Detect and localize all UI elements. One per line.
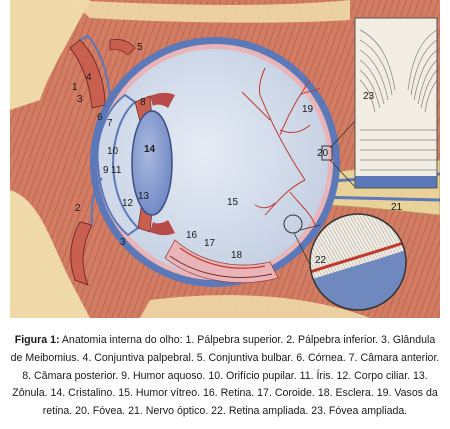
- label-22: 22: [315, 255, 327, 266]
- retina-marker: [283, 214, 303, 234]
- upper-eyelid: [69, 39, 106, 109]
- caption-text: Anatomia interna do olho: 1. Pálpebra su…: [10, 334, 440, 418]
- label-2: 2: [75, 203, 81, 214]
- fovea-magnified: [355, 18, 437, 188]
- label-3-lower: 3: [120, 237, 126, 248]
- label-7: 7: [107, 118, 113, 129]
- retina-layer: [164, 239, 279, 283]
- label-23: 23: [363, 91, 375, 102]
- label-5: 5: [137, 42, 143, 53]
- label-10: 10: [107, 146, 119, 157]
- label-13: 13: [138, 191, 150, 202]
- label-16: 16: [186, 230, 198, 241]
- label-11: 11: [111, 165, 122, 176]
- fovea-marker: [321, 145, 333, 161]
- upper-orbit-fat: [70, 0, 350, 23]
- label-9: 9: [103, 165, 109, 176]
- retina-magnified: [310, 214, 406, 310]
- cheek-skin: [10, 190, 90, 318]
- bulbar-conjunctiva: [109, 39, 136, 56]
- lower-orbit-fat: [140, 295, 370, 318]
- brow-skin: [10, 0, 90, 110]
- label-1: 1: [72, 82, 78, 93]
- eye-anatomy-svg: 1 3 4 5 6 7 8 9 10 11 12 13 14 15 16 17 …: [10, 0, 440, 318]
- cornea: [96, 93, 140, 237]
- label-18: 18: [231, 250, 243, 261]
- figure-caption: Figura 1: Anatomia interna do olho: 1. P…: [8, 332, 442, 421]
- label-19: 19: [302, 104, 314, 115]
- lower-eyelid: [70, 221, 93, 286]
- label-4: 4: [86, 72, 92, 83]
- ciliary-body-lower: [150, 220, 175, 236]
- label-21: 21: [391, 202, 403, 213]
- label-15: 15: [227, 197, 239, 208]
- vitreous-humor: [102, 49, 328, 275]
- label-17: 17: [204, 238, 216, 249]
- label-6: 6: [97, 112, 103, 123]
- eye-anatomy-illustration: 1 3 4 5 6 7 8 9 10 11 12 13 14 15 16 17 …: [10, 0, 440, 318]
- label-8: 8: [140, 97, 146, 108]
- caption-prefix: Figura 1:: [14, 334, 60, 346]
- crystalline-lens: [131, 110, 173, 216]
- retinal-vessels: [241, 67, 321, 226]
- label-3-upper: 3: [77, 94, 83, 105]
- label-20: 20: [317, 148, 329, 159]
- label-14: 14: [144, 144, 156, 155]
- diagram-labels: 1 3 4 5 6 7 8 9 10 11 12 13 14 15 16 17 …: [72, 42, 403, 266]
- label-12: 12: [122, 198, 134, 209]
- ciliary-body-upper: [150, 92, 175, 108]
